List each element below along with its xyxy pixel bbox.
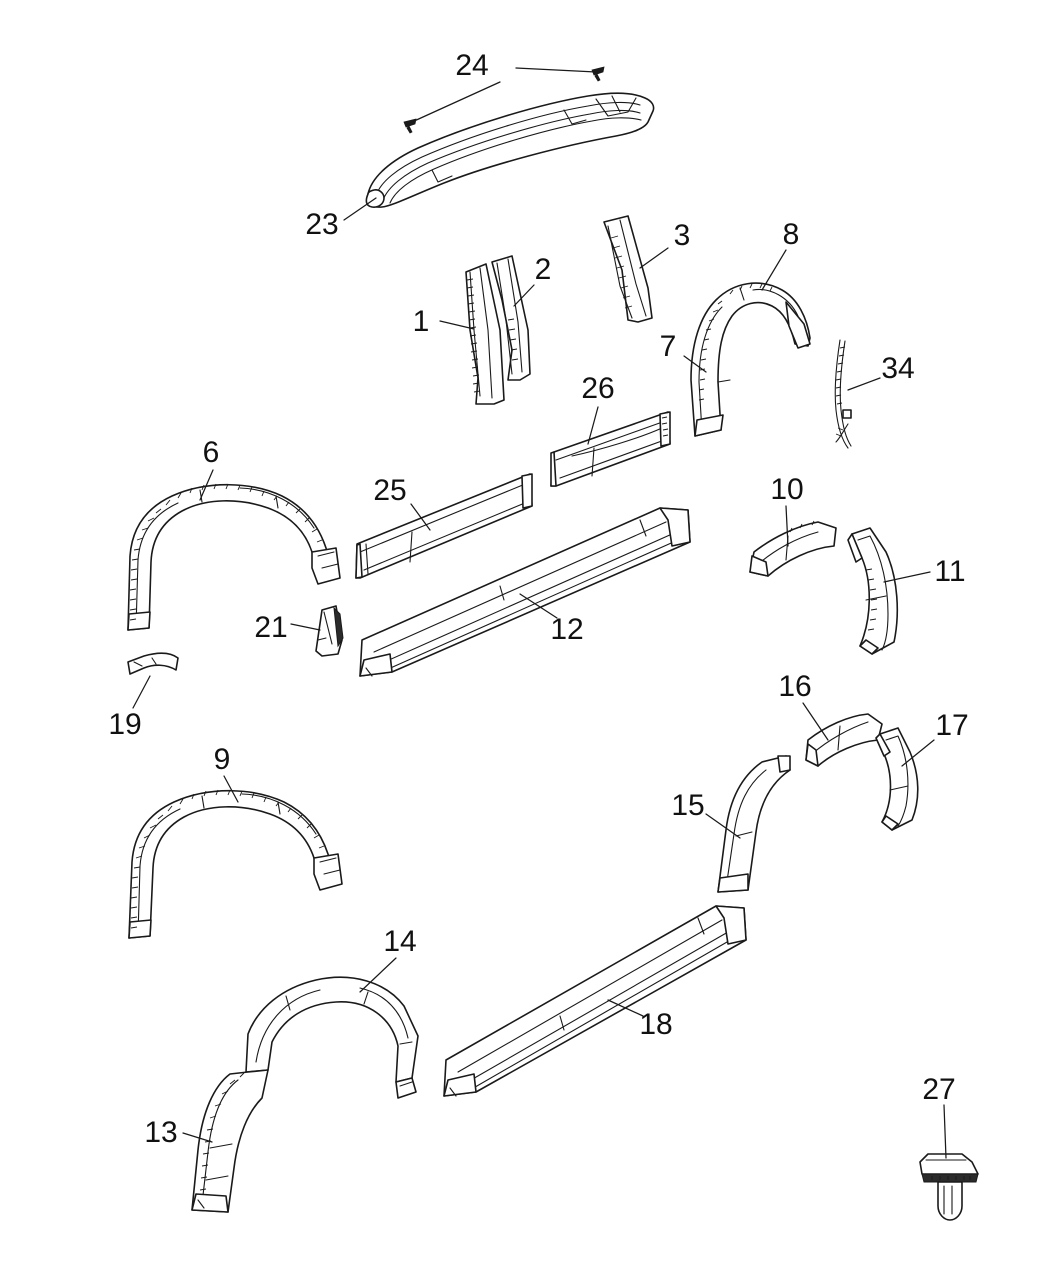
part-rear-wheel-flare-front-rh — [717, 755, 791, 893]
part-trim-retainer-clip — [127, 652, 179, 675]
leader-7 — [683, 355, 707, 373]
callout-number-25: 25 — [373, 474, 406, 507]
callout-number-26: 26 — [581, 372, 614, 405]
hatching-part-3 — [610, 235, 633, 309]
hatching-part-9 — [130, 789, 325, 929]
callout-number-11: 11 — [934, 555, 965, 588]
hatching-part-27 — [931, 1176, 971, 1180]
leader-24-b — [515, 67, 597, 73]
callout-number-7: 7 — [660, 330, 677, 363]
hatching-part-34 — [835, 346, 846, 437]
hatching-part-26 — [661, 416, 669, 437]
leader-26 — [587, 406, 599, 445]
leader-14 — [359, 957, 397, 993]
callout-number-14: 14 — [383, 925, 416, 958]
callout-number-1: 1 — [413, 305, 430, 338]
leader-27 — [943, 1104, 947, 1159]
part-flare-end-cap — [315, 605, 344, 657]
callout-number-3: 3 — [674, 219, 691, 252]
part-flare-extension-rear — [847, 527, 899, 655]
part-roof-rail — [365, 92, 655, 208]
hatching-part-1 — [466, 278, 481, 393]
leader-34 — [847, 377, 881, 391]
part-flare-extension-rear-rh — [875, 727, 919, 831]
leader-19 — [132, 675, 151, 709]
hatching-part-11 — [865, 568, 878, 631]
leader-23 — [343, 197, 377, 221]
hatching-part-7 — [698, 283, 773, 401]
leader-25 — [410, 503, 431, 531]
callout-number-12: 12 — [550, 613, 583, 646]
callout-number-10: 10 — [770, 473, 803, 506]
callout-number-21: 21 — [254, 611, 287, 644]
callout-number-34: 34 — [881, 352, 914, 385]
leader-16 — [802, 702, 829, 741]
part-quarter-window-applique — [603, 215, 653, 323]
leader-11 — [883, 571, 931, 583]
leader-17 — [901, 739, 935, 767]
leader-1 — [439, 320, 475, 330]
part-front-wheel-flare-left — [127, 483, 341, 631]
callout-number-24: 24 — [455, 49, 488, 82]
leader-12 — [519, 593, 558, 619]
callout-number-9: 9 — [214, 743, 231, 776]
hatching-part-6 — [129, 483, 323, 621]
part-rear-door-molding — [550, 411, 671, 487]
part-front-door-molding — [355, 473, 533, 579]
part-flare-extension-upper-rh — [805, 713, 883, 767]
callout-number-2: 2 — [535, 253, 552, 286]
leader-8 — [761, 249, 787, 291]
leader-6 — [199, 469, 214, 501]
leader-2 — [513, 284, 535, 307]
hatching-part-13 — [199, 1072, 245, 1191]
leader-21 — [290, 623, 321, 631]
leader-3 — [639, 247, 669, 269]
hatching-part-2 — [507, 318, 519, 361]
callout-number-23: 23 — [305, 208, 338, 241]
part-rocker-molding-left — [359, 507, 691, 677]
callout-number-19: 19 — [108, 708, 141, 741]
leader-10 — [785, 505, 789, 547]
part-rocker-molding-right — [443, 905, 747, 1097]
leader-18 — [607, 999, 644, 1017]
part-front-wheel-flare-rh — [128, 789, 343, 939]
leader-24-a — [411, 81, 501, 123]
callout-number-27: 27 — [922, 1073, 955, 1106]
part-b-pillar-outer — [491, 255, 531, 381]
part-push-pin-retainer — [919, 1153, 979, 1221]
part-flare-extension-upper — [749, 520, 837, 577]
callout-number-6: 6 — [203, 436, 220, 469]
callout-number-13: 13 — [144, 1116, 177, 1149]
leader-13 — [182, 1132, 213, 1143]
callout-number-18: 18 — [639, 1008, 672, 1041]
part-wheelhouse-seal — [834, 339, 852, 449]
part-rear-wheel-flare — [690, 282, 811, 437]
part-b-pillar-inner — [465, 263, 505, 405]
callout-number-8: 8 — [783, 218, 800, 251]
callout-number-15: 15 — [671, 789, 704, 822]
roof-rail-screw-right — [591, 66, 605, 82]
leader-9 — [223, 775, 239, 803]
callout-number-16: 16 — [778, 670, 811, 703]
leader-15 — [705, 813, 741, 839]
hatching-part-10 — [789, 520, 815, 533]
callout-number-17: 17 — [935, 709, 968, 742]
part-rear-wheel-flare-rh — [191, 976, 419, 1213]
